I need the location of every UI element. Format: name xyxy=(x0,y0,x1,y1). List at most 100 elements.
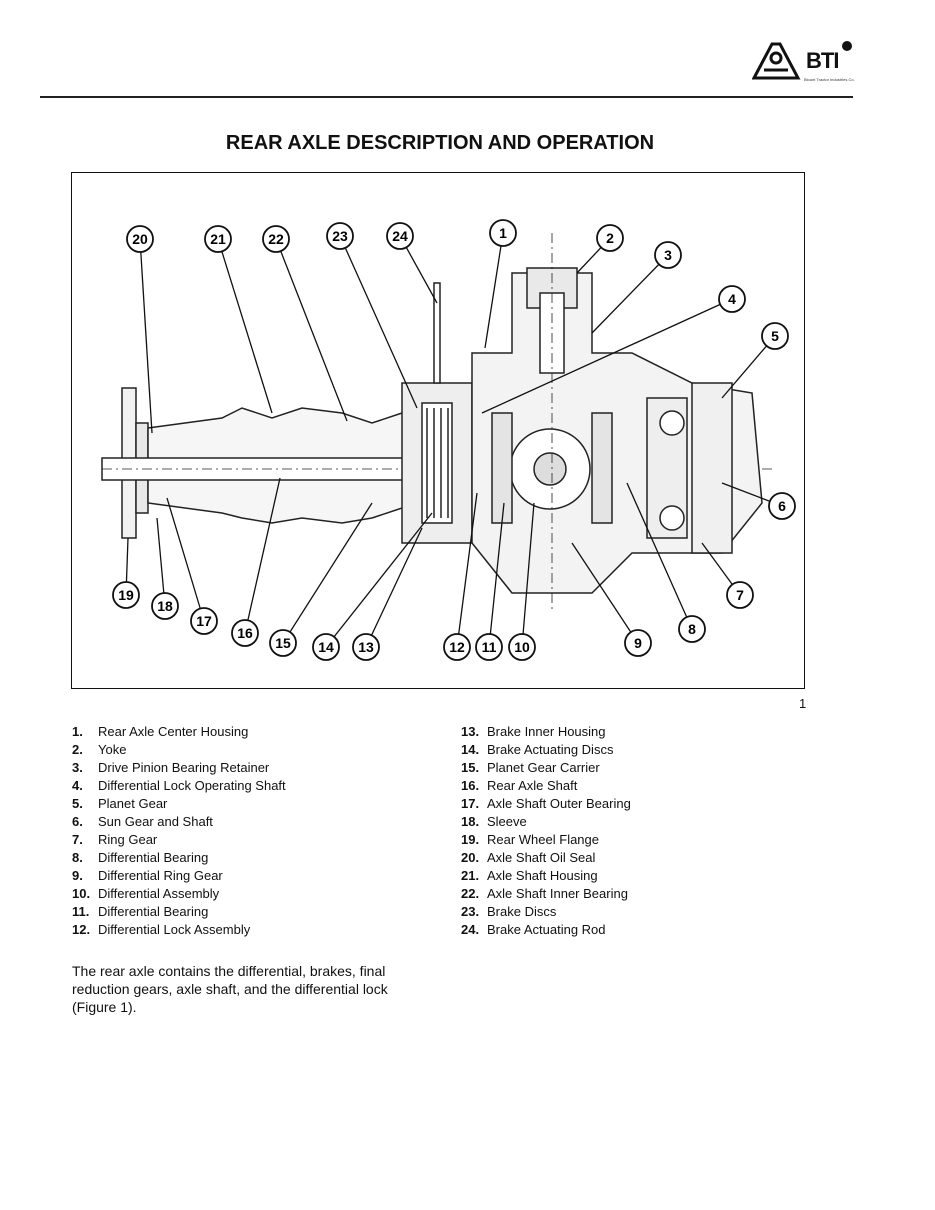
legend-num: 6. xyxy=(72,814,83,829)
legend-item: 13.Brake Inner Housing xyxy=(461,724,631,742)
callout-circle xyxy=(112,581,140,609)
legend-label: Axle Shaft Inner Bearing xyxy=(487,886,628,901)
legend-label: Brake Actuating Discs xyxy=(487,742,614,757)
legend-num: 15. xyxy=(461,760,480,775)
legend-label: Axle Shaft Oil Seal xyxy=(487,850,596,865)
legend-num: 22. xyxy=(461,886,480,901)
callout-circle xyxy=(654,241,682,269)
callout-label: 3 xyxy=(664,247,672,263)
callout-circle xyxy=(386,222,414,250)
legend-num: 13. xyxy=(461,724,480,739)
callout-label: 13 xyxy=(358,639,374,655)
callout-18: 18 xyxy=(151,592,179,620)
callout-circle xyxy=(231,619,259,647)
legend-item: 15.Planet Gear Carrier xyxy=(461,760,631,778)
callout-label: 9 xyxy=(634,635,642,651)
callout-12: 12 xyxy=(443,633,471,661)
callout-label: 10 xyxy=(514,639,530,655)
callout-label: 11 xyxy=(482,639,497,655)
legend-num: 23. xyxy=(461,904,480,919)
callout-17: 17 xyxy=(190,607,218,635)
callout-label: 1 xyxy=(499,225,507,241)
legend-label: Planet Gear xyxy=(98,796,168,811)
callout-circle xyxy=(312,633,340,661)
callout-label: 14 xyxy=(318,639,334,655)
legend-item: 1. Rear Axle Center Housing xyxy=(72,724,286,742)
legend-num: 9. xyxy=(72,868,83,883)
callout-22: 22 xyxy=(262,225,290,253)
callout-label: 23 xyxy=(332,228,348,244)
callout-leader-line xyxy=(166,497,205,622)
legend-item: 16.Rear Axle Shaft xyxy=(461,778,631,796)
logo-text: BTI xyxy=(806,48,839,73)
callout-label: 8 xyxy=(688,621,696,637)
legend-num: 11. xyxy=(72,904,90,919)
callout-circle xyxy=(596,224,624,252)
callout-label: 18 xyxy=(157,598,173,614)
callout-circle xyxy=(761,322,789,350)
callout-circle xyxy=(768,492,796,520)
legend-num: 4. xyxy=(72,778,83,793)
callout-circle xyxy=(678,615,706,643)
legend-item: 23. Brake Discs xyxy=(461,904,631,922)
callout-circle xyxy=(126,225,154,253)
callout-label: 19 xyxy=(118,587,134,603)
callout-circle xyxy=(443,633,471,661)
callout-label: 15 xyxy=(275,635,291,651)
callout-1: 1 xyxy=(489,219,517,247)
callout-label: 5 xyxy=(771,328,779,344)
legend-item: 20. Axle Shaft Oil Seal xyxy=(461,850,631,868)
callout-leader-line xyxy=(488,502,505,648)
legend-item: 11.Differential Bearing xyxy=(72,904,286,922)
callout-19: 19 xyxy=(112,581,140,609)
logo-dot-icon xyxy=(842,41,852,51)
callout-circle xyxy=(726,581,754,609)
legend-label: Brake Discs xyxy=(487,904,557,919)
callout-circle xyxy=(326,222,354,250)
legend-num: 24. xyxy=(461,922,480,937)
callout-label: 6 xyxy=(778,498,786,514)
callout-20: 20 xyxy=(126,225,154,253)
legend-num: 10. xyxy=(72,886,91,901)
callout-circle xyxy=(624,629,652,657)
callout-leader-line xyxy=(365,527,423,648)
callout-circle xyxy=(151,592,179,620)
header-rule xyxy=(40,96,853,98)
callout-leader-line xyxy=(139,238,153,434)
callout-circle xyxy=(262,225,290,253)
legend-right: 13.Brake Inner Housing 14.Brake Actuatin… xyxy=(461,724,631,940)
callout-leader-line xyxy=(456,492,478,648)
legend-num: 12. xyxy=(72,922,91,937)
legend-item: 6.Sun Gear and Shaft xyxy=(72,814,286,832)
legend-item: 22. Axle Shaft Inner Bearing xyxy=(461,886,631,904)
legend-label: Yoke xyxy=(98,742,127,757)
legend-label: Ring Gear xyxy=(98,832,158,847)
legend-label: Rear Wheel Flange xyxy=(487,832,599,847)
legend-label: Axle Shaft Outer Bearing xyxy=(487,796,631,811)
legend-label: Rear Axle Center Housing xyxy=(98,724,249,739)
callout-2: 2 xyxy=(596,224,624,252)
callout-9: 9 xyxy=(624,629,652,657)
callout-circle xyxy=(475,633,503,661)
legend-num: 19. xyxy=(461,832,480,847)
legend-item: 3.Drive Pinion Bearing Retainer xyxy=(72,760,286,778)
callout-circle xyxy=(718,285,746,313)
callout-4: 4 xyxy=(718,285,746,313)
legend-item: 18.Sleeve xyxy=(461,814,631,832)
logo-emblem-icon xyxy=(751,42,801,80)
callout-label: 2 xyxy=(606,230,614,246)
legend-num: 20. xyxy=(461,850,480,865)
legend-label: Brake Actuating Rod xyxy=(487,922,606,937)
legend-item: 17.Axle Shaft Outer Bearing xyxy=(461,796,631,814)
legend-num: 7. xyxy=(72,832,83,847)
callout-circle xyxy=(190,607,218,635)
callout-24: 24 xyxy=(386,222,414,250)
callout-circle xyxy=(204,225,232,253)
callout-leader-line xyxy=(325,512,433,648)
callout-23: 23 xyxy=(326,222,354,250)
callout-13: 13 xyxy=(352,633,380,661)
callout-label: 20 xyxy=(132,231,148,247)
legend-num: 1. xyxy=(72,724,83,739)
legend-item: 10.Differential Assembly xyxy=(72,886,286,904)
